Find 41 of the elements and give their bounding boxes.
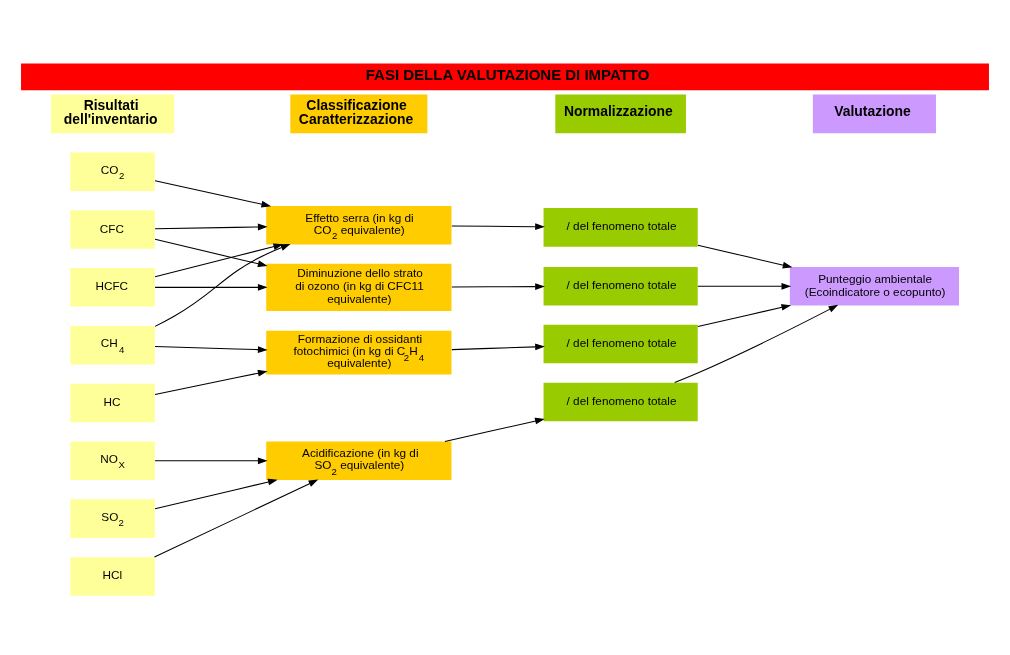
arrow bbox=[451, 223, 545, 231]
arrow bbox=[154, 243, 284, 278]
arrow bbox=[154, 283, 268, 291]
node-box: HCl bbox=[70, 557, 155, 596]
arrow bbox=[154, 345, 268, 353]
arrow bbox=[154, 478, 278, 510]
node-box: Effetto serra (in kg di CO$_{2}$ equivalente) bbox=[266, 205, 452, 245]
node-box: Punteggio ambientale (Ecoindicatore o ecopunto) bbox=[789, 267, 959, 306]
node-box: CH$_{4}$ bbox=[70, 325, 155, 365]
node-box: Formazione di ossidanti fotochimici (in kg di C$_{2}$H$_{4}$ equivalente) bbox=[266, 330, 452, 375]
node-box: SO$_{2}$ bbox=[70, 499, 155, 538]
node-box: HC bbox=[70, 383, 155, 423]
arrow bbox=[697, 244, 793, 269]
arrow bbox=[154, 223, 268, 231]
node-box: / del fenomeno totale bbox=[543, 267, 698, 306]
diagram-title: FASI DELLA VALUTAZIONE DI IMPATTO bbox=[365, 66, 650, 84]
arrow bbox=[697, 304, 792, 328]
node-box: Risultati dell'inventario bbox=[51, 94, 175, 134]
arrow bbox=[153, 479, 319, 558]
node-box: Valutazione bbox=[812, 94, 936, 134]
node-box: / del fenomeno totale bbox=[543, 382, 698, 422]
node-box: CFC bbox=[70, 210, 155, 249]
arrow bbox=[154, 238, 268, 268]
arrow bbox=[674, 304, 839, 384]
node-box: / del fenomeno totale bbox=[543, 324, 698, 364]
node-box: Normalizzazione bbox=[555, 94, 686, 134]
node-box: Diminuzione dello strato di ozono (in kg di CFC11 equivalente) bbox=[266, 263, 452, 311]
node-box: / del fenomeno totale bbox=[543, 208, 698, 247]
node-box: HCFC bbox=[70, 268, 155, 307]
arrow bbox=[451, 343, 545, 351]
arrow bbox=[154, 244, 291, 327]
arrow bbox=[154, 180, 272, 208]
arrow bbox=[451, 283, 545, 290]
arrow bbox=[697, 282, 792, 290]
arrow bbox=[444, 417, 545, 443]
node-box: Classificazione Caratterizzazione bbox=[290, 94, 428, 134]
node-box: CO$_{2}$ bbox=[70, 152, 155, 191]
arrow bbox=[154, 369, 268, 395]
node-box: NO$_{X}$ bbox=[70, 441, 155, 481]
arrow bbox=[154, 457, 268, 465]
node-box: Acidificazione (in kg di SO$_{2}$ equivalente) bbox=[266, 441, 452, 481]
